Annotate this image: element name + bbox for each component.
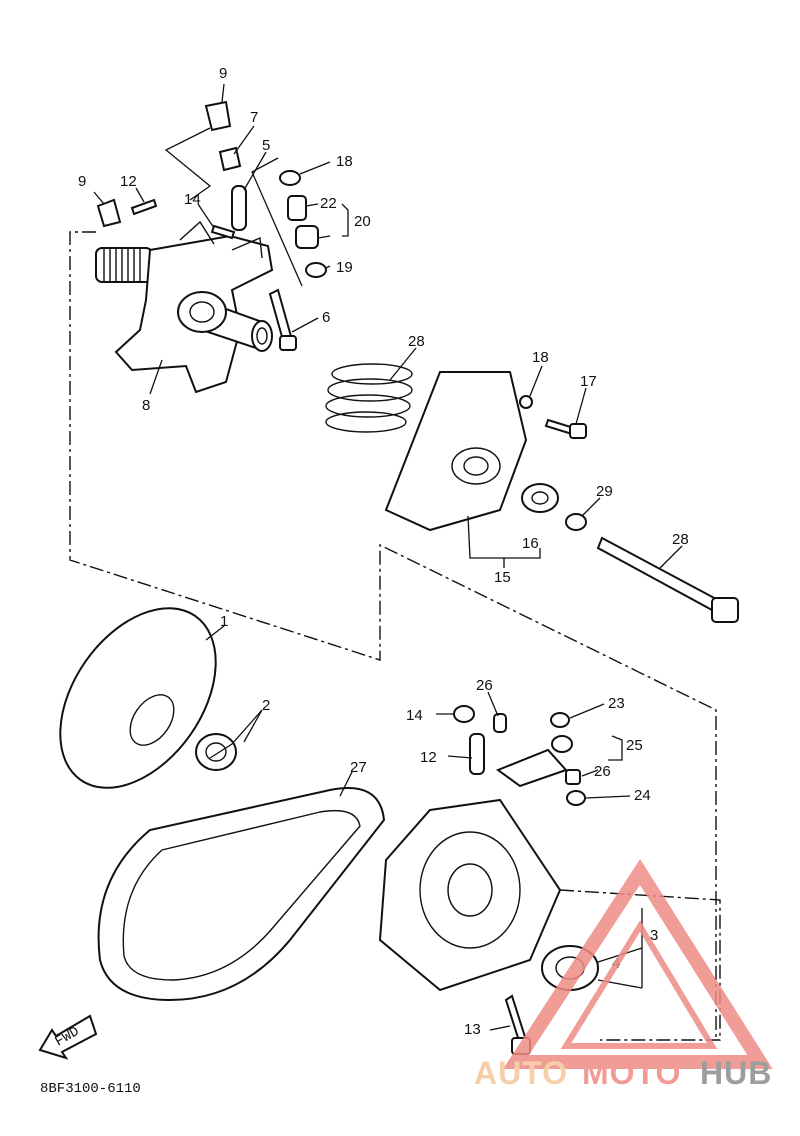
part-label: 7 xyxy=(250,109,258,126)
leader-lines xyxy=(93,83,683,1031)
part-label: 3 xyxy=(650,927,658,944)
catalog-code: 8BF3100-6110 xyxy=(40,1081,141,1097)
part-label: 8 xyxy=(142,397,150,414)
pulley-assembly xyxy=(59,607,599,1055)
part-label: 18 xyxy=(336,153,353,170)
part-label: 1 xyxy=(220,613,228,630)
part-label: 28 xyxy=(408,333,425,350)
part-label: 12 xyxy=(420,749,437,766)
part-label: 14 xyxy=(184,191,201,208)
spider-assembly xyxy=(95,220,274,394)
fwd-arrow: FWD xyxy=(38,1014,98,1060)
part-label: 27 xyxy=(350,759,367,776)
part-label: 22 xyxy=(320,195,337,212)
part-label: 17 xyxy=(580,373,597,390)
part-label: 13 xyxy=(464,1021,481,1038)
part-label: 16 xyxy=(522,535,539,552)
part-label: 9 xyxy=(219,65,227,82)
assembly-outline xyxy=(69,231,721,1041)
part-label: 6 xyxy=(322,309,330,326)
part-label: 26 xyxy=(476,677,493,694)
part-label: 29 xyxy=(596,483,613,500)
watermark-hub: HUB xyxy=(700,1055,772,1091)
part-labels: 9 7 5 18 9 12 22 20 14 19 6 8 28 18 17 2… xyxy=(78,65,689,1038)
watermark-triangle-icon xyxy=(503,859,773,1069)
part-label: 24 xyxy=(634,787,651,804)
small-parts xyxy=(96,100,739,623)
part-label: 20 xyxy=(354,213,371,230)
automotohub-watermark: AUTO MOTO HUB xyxy=(474,859,773,1091)
part-label: 5 xyxy=(262,137,270,154)
part-label: 25 xyxy=(626,737,643,754)
part-label: 14 xyxy=(406,707,423,724)
part-label: 2 xyxy=(262,697,270,714)
part-label: 9 xyxy=(78,173,86,190)
part-label: 19 xyxy=(336,259,353,276)
watermark-moto: MOTO xyxy=(582,1055,681,1091)
part-label: 15 xyxy=(494,569,511,586)
part-label: 23 xyxy=(608,695,625,712)
part-label: 12 xyxy=(120,173,137,190)
part-label: 28 xyxy=(672,531,689,548)
watermark-auto: AUTO xyxy=(474,1055,568,1091)
part-label: 26 xyxy=(594,763,611,780)
part-label: 18 xyxy=(532,349,549,366)
